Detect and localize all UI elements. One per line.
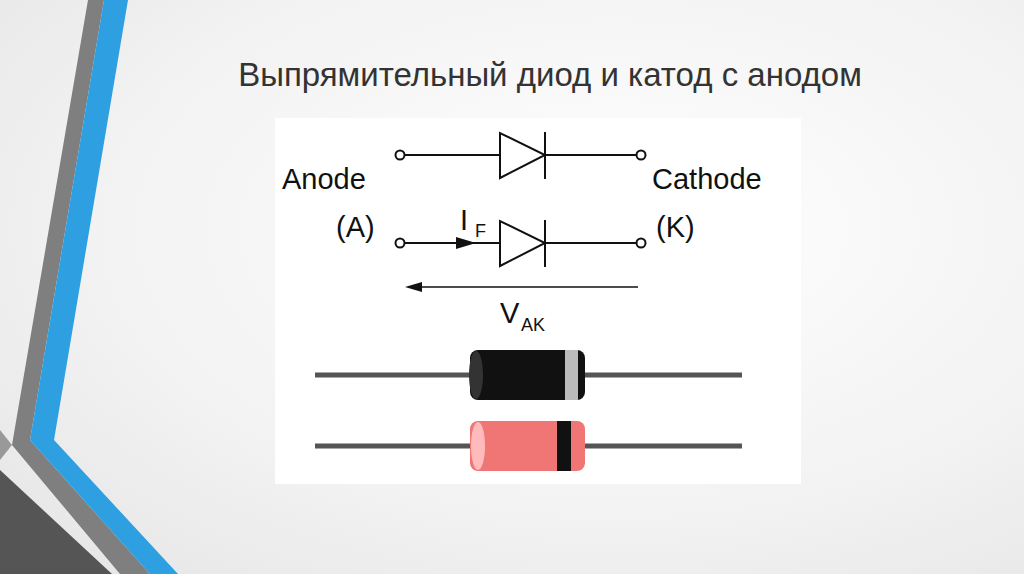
- cathode-band: [557, 421, 571, 471]
- diode-end: [471, 422, 485, 470]
- signal-subscript: F: [475, 222, 486, 240]
- terminal-name: Cathode: [652, 165, 762, 194]
- diode-symbol: [396, 132, 646, 179]
- blue-stripe: [30, 0, 178, 574]
- cathode-band: [565, 350, 578, 400]
- diode-symbol: [396, 220, 646, 267]
- terminal-letter: (A): [336, 213, 375, 242]
- corner-shape: [0, 470, 112, 574]
- image-panel: [275, 118, 801, 484]
- diode-end: [469, 351, 483, 399]
- terminal-letter: (K): [656, 213, 695, 242]
- voltage-arrowhead: [405, 282, 422, 292]
- diode-body: [470, 350, 585, 400]
- signal-name: I: [460, 206, 468, 235]
- diode-body: [470, 421, 585, 471]
- voltage-arrow: [420, 286, 638, 288]
- current-arrow: [456, 237, 476, 249]
- corner-shape: [0, 430, 12, 460]
- signal-subscript: AK: [521, 316, 545, 334]
- signal-name: V: [500, 299, 519, 328]
- slide-title: Выпрямительный диод и катод с анодом: [238, 58, 862, 91]
- terminal-name: Anode: [282, 165, 366, 194]
